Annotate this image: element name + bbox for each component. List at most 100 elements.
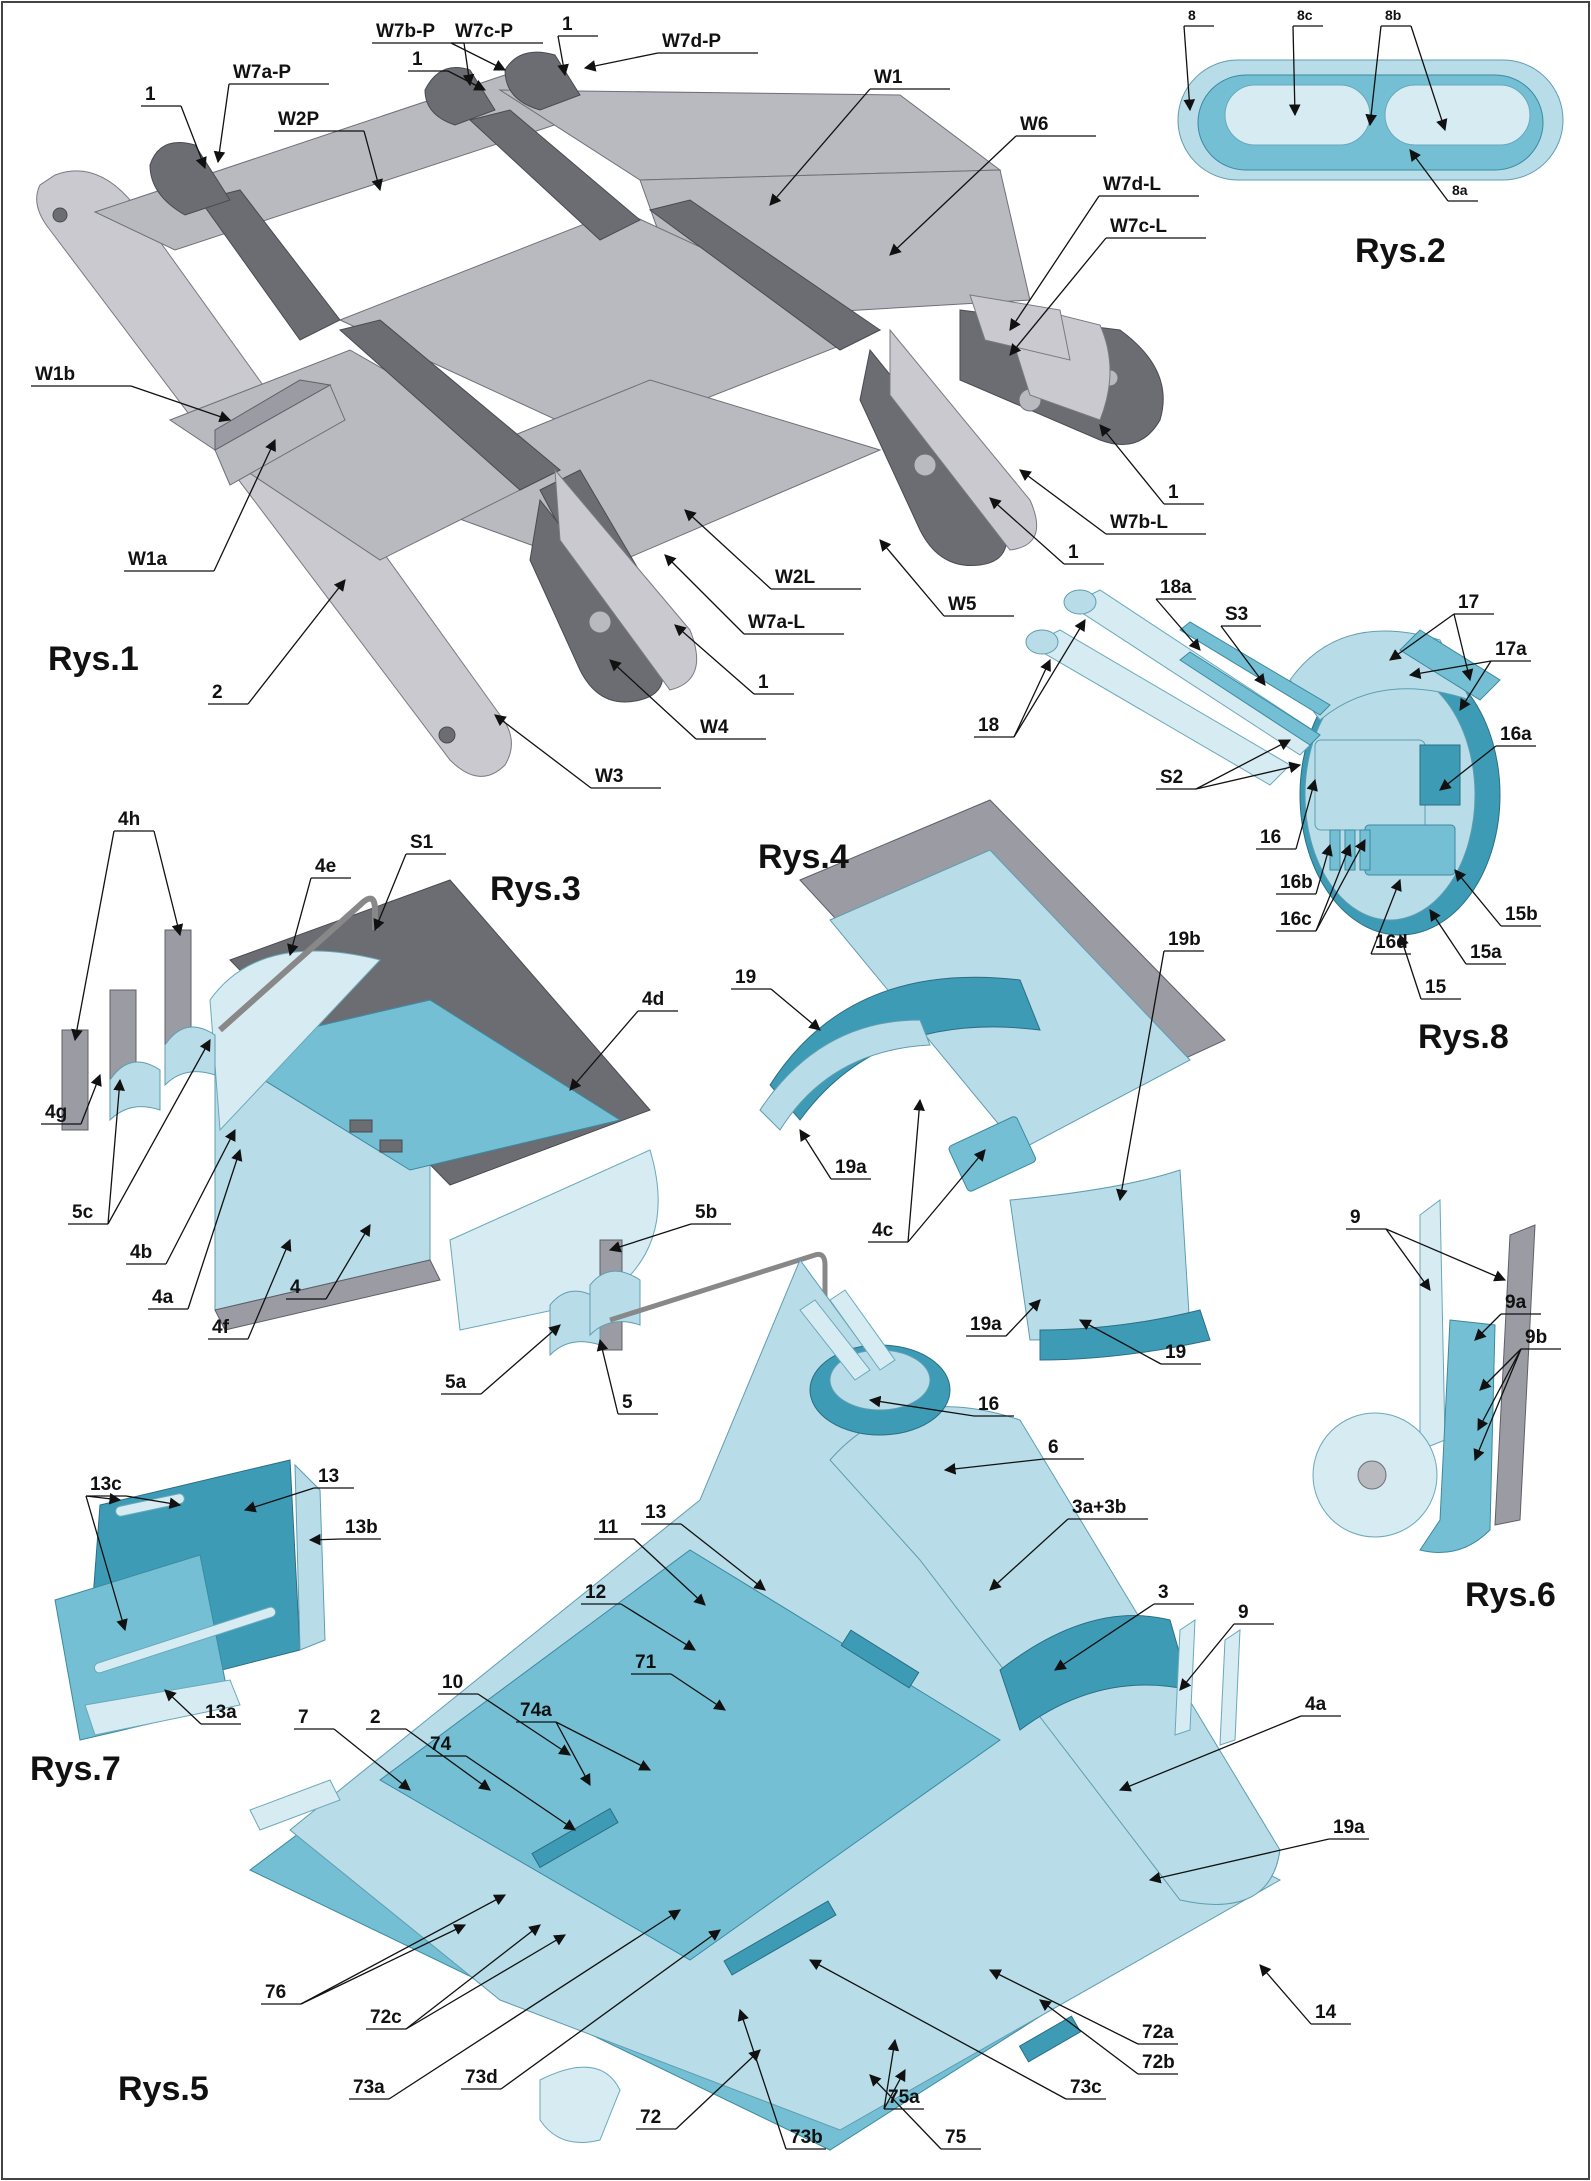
callout-label: W4 — [700, 717, 729, 738]
leader-arrow — [1116, 950, 1165, 1202]
leader-arrow — [879, 539, 945, 617]
leader-arrow — [680, 1523, 766, 1591]
callout-label: W7d-P — [662, 31, 721, 52]
leader-arrow — [1315, 843, 1352, 932]
assembly-slot — [531, 1807, 619, 1869]
callout-label: 16d — [1375, 932, 1408, 953]
callout-label: 72 — [640, 2107, 661, 2128]
leader-arrow — [213, 438, 276, 572]
callout-label: 15a — [1470, 942, 1502, 963]
figure-title-rys6: Rys.6 — [1465, 1576, 1556, 1614]
leader-arrow — [1039, 1999, 1139, 2075]
leader-arrow — [1385, 1228, 1507, 1282]
leader-arrow — [1408, 660, 1492, 679]
callout-label: W7d-L — [1103, 174, 1161, 195]
leader-arrow — [1459, 660, 1492, 711]
callout-label: W3 — [595, 766, 624, 787]
leader-arrow — [213, 83, 230, 164]
leader-arrow — [583, 52, 659, 72]
callout-label: 2 — [370, 1707, 381, 1728]
leader-arrow — [684, 509, 772, 590]
callout-label: S3 — [1225, 604, 1248, 625]
callout-label: 9 — [1350, 1207, 1361, 1228]
part-17a-flap — [1399, 629, 1501, 701]
part-13a-tab — [84, 1679, 241, 1736]
callout-label: 4a — [152, 1287, 174, 1308]
callout-label: 13c — [90, 1474, 122, 1495]
leader-arrow — [557, 35, 569, 77]
callout-label: W7a-L — [748, 612, 805, 633]
leader-arrow — [1370, 878, 1402, 955]
leader-arrow — [1009, 195, 1100, 331]
callout-label: 9b — [1525, 1327, 1547, 1348]
leader-arrow — [609, 659, 697, 740]
leader-arrow — [674, 624, 755, 695]
leader-arrow — [799, 1129, 832, 1180]
part-13c-rib — [93, 1606, 277, 1674]
callout-label: 72a — [1142, 2022, 1174, 2043]
assembly-arm-9 — [1219, 1629, 1241, 1746]
leader-arrow — [1118, 1715, 1302, 1792]
leader-arrow — [989, 1518, 1069, 1591]
callout-label: W1 — [874, 67, 903, 88]
callout-label: 18a — [1160, 577, 1192, 598]
callout-label: 5b — [695, 1202, 717, 1223]
callout-label: 75a — [888, 2087, 920, 2108]
shaft-s3 — [1179, 621, 1331, 716]
cross-wall — [199, 189, 341, 341]
cross-wall — [648, 199, 881, 351]
leader-arrow — [868, 1395, 975, 1417]
callout-label: 10 — [442, 1672, 463, 1693]
leader-arrow — [477, 1693, 571, 1756]
beam-w2l — [378, 379, 882, 571]
callout-label: 15 — [1425, 977, 1447, 998]
leader-arrow — [153, 830, 184, 937]
callout-label: 16c — [1280, 909, 1312, 930]
assembly-foot — [539, 2066, 621, 2143]
callout-label: 19 — [1165, 1342, 1186, 1363]
leader-arrow — [1183, 25, 1196, 112]
leader-arrow — [1155, 598, 1201, 651]
callout-label: 74a — [520, 1700, 552, 1721]
leader-arrow — [80, 1073, 102, 1125]
leader-arrow — [247, 1238, 292, 1340]
figure-rys6-part — [1312, 1199, 1536, 1553]
figure-rys5-assembly — [249, 1258, 1282, 2151]
leader-arrow — [465, 1755, 576, 1831]
part-8b-slot — [1384, 84, 1531, 146]
callout-label: 8b — [1385, 7, 1401, 23]
callout-label: 3 — [1158, 1582, 1169, 1603]
plate-w7b-p — [424, 67, 496, 126]
rod-5 — [609, 1252, 828, 1330]
part-9-arm-back — [1494, 1224, 1536, 1526]
figure-title-rys8: Rys.8 — [1418, 1018, 1509, 1056]
callout-label: 1 — [1168, 482, 1179, 503]
leader-arrow — [1009, 237, 1107, 356]
figure-title-rys7: Rys.7 — [30, 1750, 121, 1788]
part-5-hinge — [589, 1270, 641, 1337]
leader-arrow — [1099, 424, 1165, 505]
leader-arrow — [770, 988, 821, 1031]
callout-label: 13a — [205, 1702, 237, 1723]
part-4-window — [349, 1119, 373, 1133]
callout-label: S1 — [410, 832, 434, 853]
leader-arrow — [555, 1721, 652, 1771]
rod-s1 — [218, 895, 378, 1033]
part-16a-face — [1419, 744, 1461, 806]
callout-label: 4g — [45, 1102, 67, 1123]
leader-arrow — [569, 1010, 639, 1091]
part-16-block — [1314, 739, 1426, 831]
leader-arrow — [405, 1728, 491, 1791]
assembly-front-shafts — [249, 1779, 341, 1831]
leader-arrow — [1389, 613, 1455, 661]
figure-title-rys4: Rys.4 — [758, 838, 849, 876]
figure-title-rys2: Rys.2 — [1355, 232, 1446, 270]
leader-arrow — [889, 135, 1017, 256]
callout-label: 2 — [212, 682, 223, 703]
leader-arrow — [287, 877, 312, 957]
leader-arrow — [300, 1894, 507, 2005]
cross-wall — [338, 319, 561, 491]
callout-label: 1 — [145, 84, 156, 105]
